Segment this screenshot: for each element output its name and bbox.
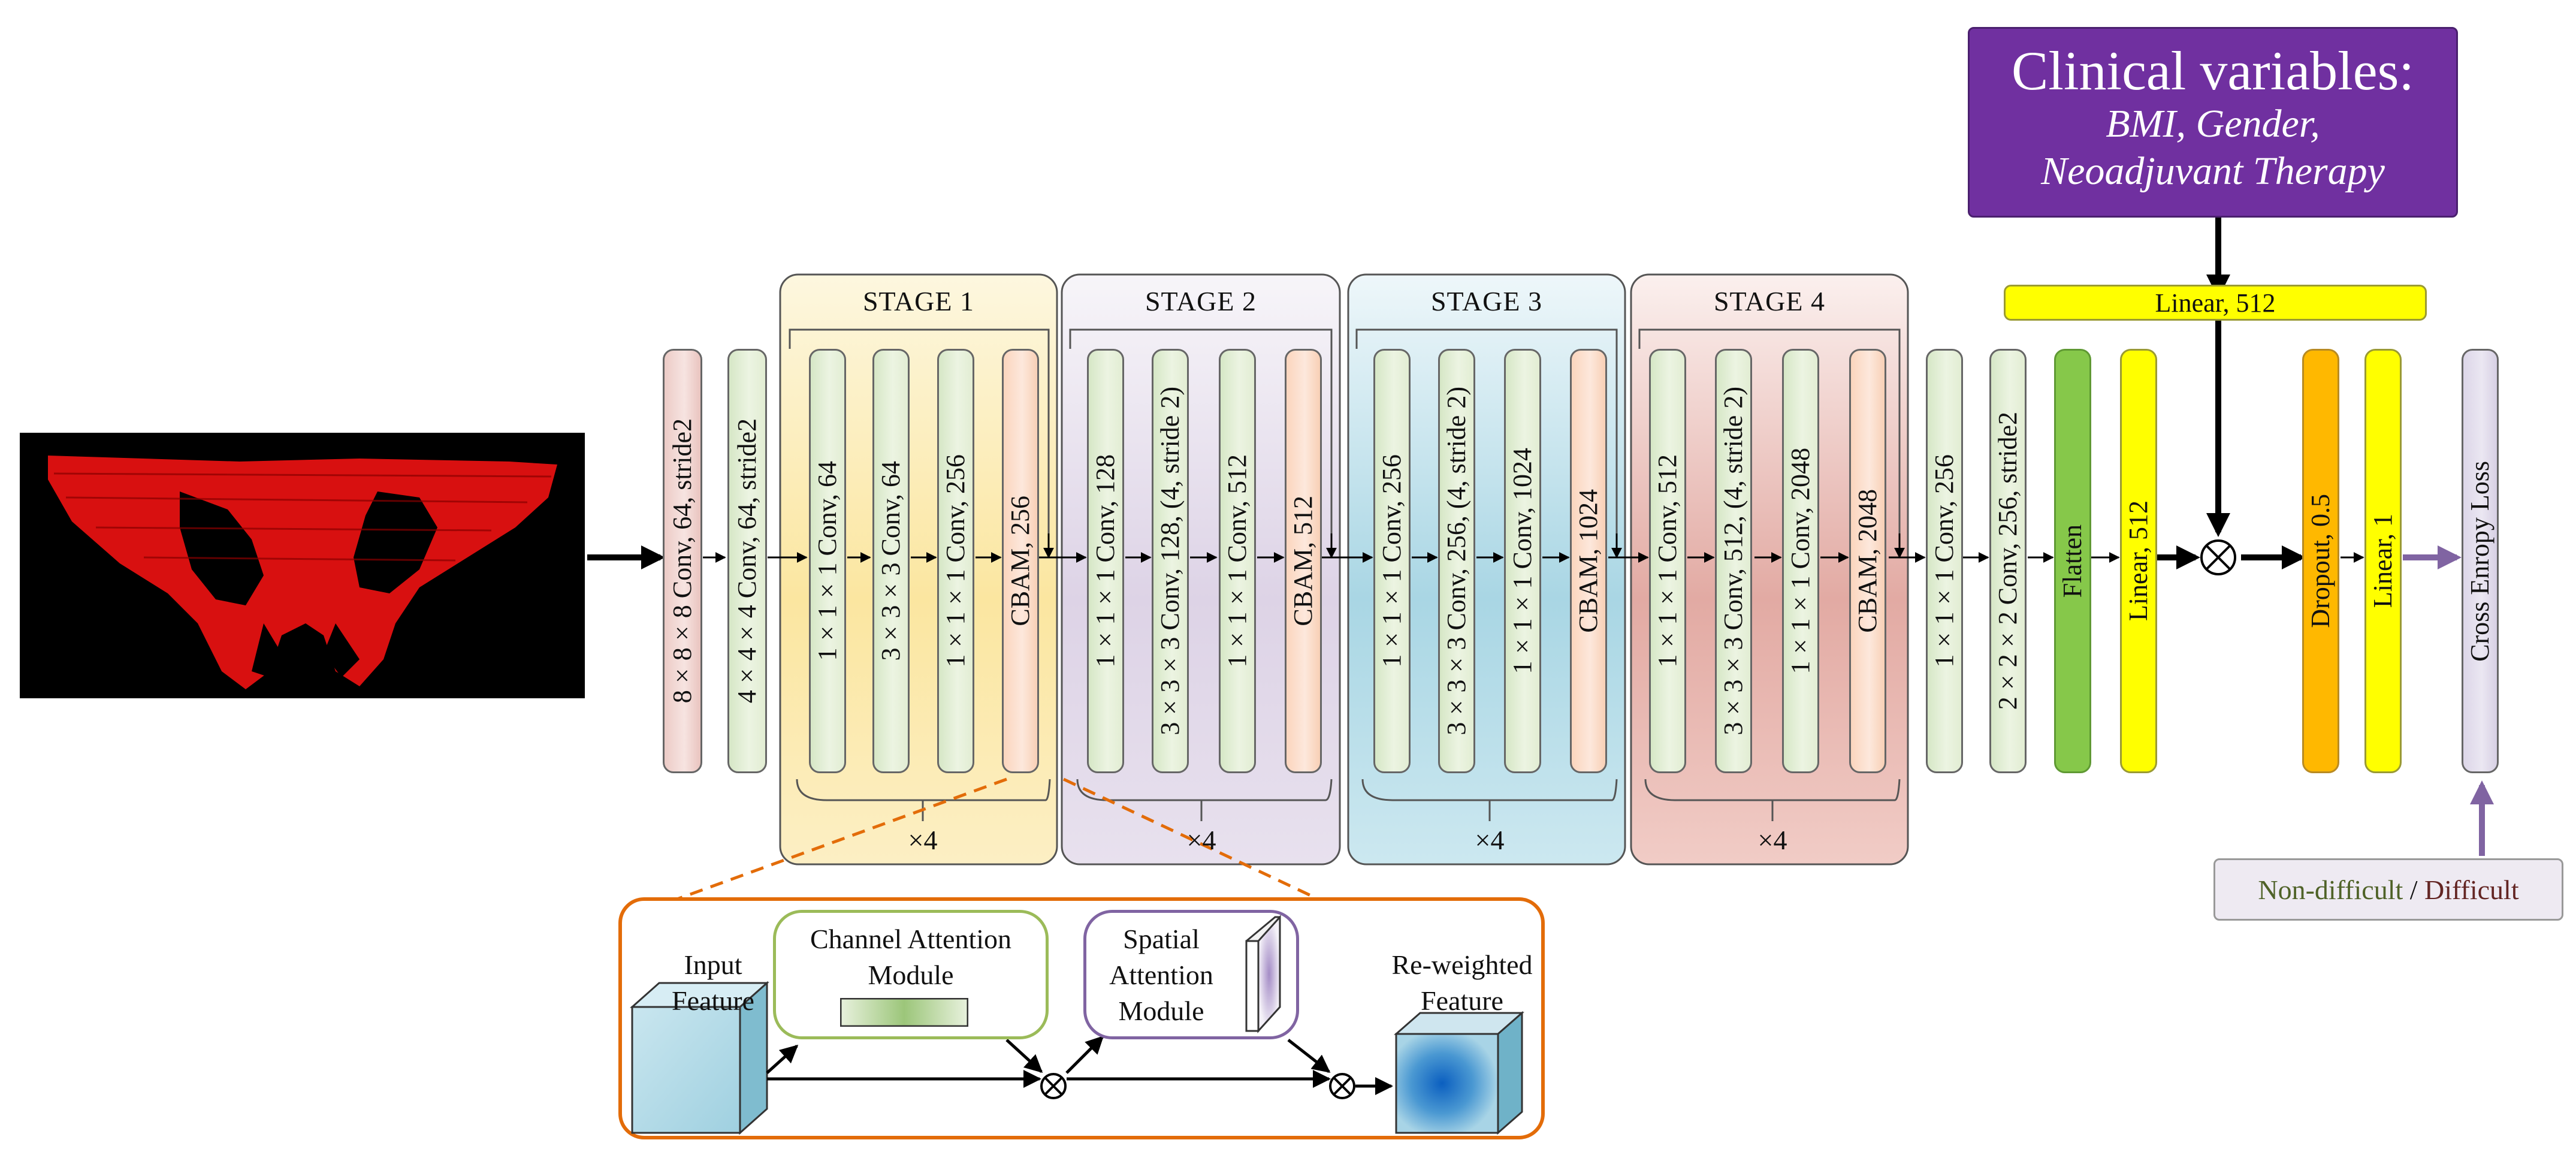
clinical-variables-box: Clinical variables: BMI, Gender, Neoadju… [1968,27,2458,218]
stage-1-layer-3-label: 1×1×1 Conv, 256 [941,454,970,668]
stage-3-cbam-label: CBAM, 1024 [1574,489,1603,633]
stage-3: STAGE 3 [1348,275,1625,334]
stage-3-title: STAGE 3 [1430,286,1543,316]
stage-2-layer-3-label: 1×1×1 Conv, 512 [1222,454,1252,668]
stage-2-cbam: CBAM, 512 [1285,349,1322,773]
stage-4-layer-3-label: 1×1×1 Conv, 2048 [1786,448,1815,674]
tail-conv-2: 2×2×2 Conv, 256, stride2 [1989,349,2027,773]
stage-4-panel [1630,273,1909,866]
label-separator: / [2403,874,2425,905]
multiply-node [2200,539,2236,575]
stage-3-layer-3-label: 1×1×1 Conv, 1024 [1508,448,1537,674]
stage-3-layer-2: 3×3×3 Conv, 256, (4, stride 2) [1438,349,1475,773]
loss-layer: Cross Enropy Loss [2462,349,2499,773]
tail-conv-1: 1×1×1 Conv, 256 [1926,349,1963,773]
flatten-layer: Flatten [2054,349,2091,773]
linear-top-label: Linear, 512 [2155,288,2276,318]
stage-3-layer-1: 1×1×1 Conv, 256 [1373,349,1411,773]
stage-4-layer-1-label: 1×1×1 Conv, 512 [1653,454,1682,668]
spatial-attention-slab-overlay [1245,915,1281,1033]
linear-1-label: Linear, 1 [2368,514,2397,608]
class-label-box: Non-difficult / Difficult [2213,858,2563,921]
stage-1-title: STAGE 1 [862,286,975,316]
stage-2-title: STAGE 2 [1144,286,1257,316]
flatten-label: Flatten [2058,524,2087,598]
stem-conv-8: 8×8×8 Conv, 64, stride2 [663,349,702,773]
stage-3-cbam: CBAM, 1024 [1570,349,1607,773]
pelvis-ct-image [20,433,585,698]
tail-conv-2-label: 2×2×2 Conv, 256, stride2 [1993,412,2022,710]
dropout-label: Dropout, 0.5 [2306,494,2335,628]
stage-1-layer-3: 1×1×1 Conv, 256 [937,349,974,773]
reweighted-feature-cube [1394,1011,1524,1135]
stage-1-layer-1: 1×1×1 Conv, 64 [809,349,846,773]
stage-2-layer-2: 3×3×3 Conv, 128, (4, stride 2) [1152,349,1189,773]
stage-2-panel [1061,273,1341,866]
stage-1: STAGE 1 [780,275,1057,334]
label-difficult: Difficult [2424,874,2519,905]
stage-4-layer-2: 3×3×3 Conv, 512, (4, stride 2) [1715,349,1752,773]
channel-attention-label: Channel Attention Module [810,924,1011,990]
spatial-attention-label: Spatial Attention Module [1109,924,1213,1026]
stage-1-repeat: ×4 [908,825,938,855]
channel-attention-bar-overlay [840,998,968,1027]
stage-2-cbam-label: CBAM, 512 [1288,496,1318,626]
stage-4-repeat: ×4 [1757,825,1787,855]
stage-2: STAGE 2 [1062,275,1340,334]
stage-1-layer-2: 3×3×3 Conv, 64 [872,349,910,773]
stage-4-cbam-label: CBAM, 2048 [1853,489,1882,633]
stage-4-layer-1: 1×1×1 Conv, 512 [1649,349,1686,773]
stage-3-repeat: ×4 [1475,825,1505,855]
stem-conv-4: 4×4×4 Conv, 64, stride2 [727,349,767,773]
clinical-title: Clinical variables: [2012,40,2414,101]
main-flow-arrows [587,213,2364,569]
cbam-reweighted-label: Re-weighted Feature [1391,949,1533,1016]
stage-2-repeat: ×4 [1186,825,1216,855]
stage-3-layer-1-label: 1×1×1 Conv, 256 [1377,454,1406,668]
stage-1-cbam-label: CBAM, 256 [1005,496,1035,626]
linear-1-layer: Linear, 1 [2364,349,2402,773]
dropout-layer: Dropout, 0.5 [2302,349,2339,773]
stage-4-layer-3: 1×1×1 Conv, 2048 [1782,349,1819,773]
stage-3-layer-2-label: 3×3×3 Conv, 256, (4, stride 2) [1442,387,1471,735]
cbam-multiply-node-1 [1040,1073,1067,1099]
stage-1-cbam: CBAM, 256 [1002,349,1039,773]
stage-1-panel [779,273,1058,866]
linear-top-box: Linear, 512 [2004,285,2427,321]
tail-conv-1-label: 1×1×1 Conv, 256 [1929,454,1959,668]
stage-4: STAGE 4 [1631,275,1908,334]
stage-4-cbam: CBAM, 2048 [1849,349,1886,773]
clinical-variables-line2: Neoadjuvant Therapy [2041,149,2385,193]
stem-conv-4-label: 4×4×4 Conv, 64, stride2 [732,418,762,704]
clinical-variables-line1: BMI, Gender, [2106,101,2320,146]
stage-2-layer-1-label: 1×1×1 Conv, 128 [1091,454,1120,668]
stage-4-layer-2-label: 3×3×3 Conv, 512, (4, stride 2) [1719,387,1748,735]
stage-2-layer-3: 1×1×1 Conv, 512 [1219,349,1256,773]
stem-conv-8-label: 8×8×8 Conv, 64, stride2 [668,418,697,704]
stage-2-layer-1: 1×1×1 Conv, 128 [1087,349,1124,773]
loss-label: Cross Enropy Loss [2465,460,2495,662]
stage-4-title: STAGE 4 [1713,286,1826,316]
cbam-zoom-lines [677,777,1319,901]
cbam-flow [766,1035,1393,1095]
cbam-multiply-node-2 [1329,1073,1355,1099]
linear-512-layer: Linear, 512 [2120,349,2157,773]
stage-1-layer-2-label: 3×3×3 Conv, 64 [876,461,905,661]
channel-attention-module: Channel Attention Module [773,910,1049,1039]
label-non-difficult: Non-difficult [2258,874,2403,905]
stage-3-panel [1347,273,1626,866]
input-feature-cube [630,981,769,1135]
label-arrows [2403,545,2494,856]
stage-2-layer-2-label: 3×3×3 Conv, 128, (4, stride 2) [1155,387,1185,735]
cbam-input-feature-label: Input Feature [672,949,754,1016]
stage-3-layer-3: 1×1×1 Conv, 1024 [1504,349,1541,773]
linear-512-label: Linear, 512 [2124,500,2153,622]
stage-1-layer-1-label: 1×1×1 Conv, 64 [813,461,842,661]
